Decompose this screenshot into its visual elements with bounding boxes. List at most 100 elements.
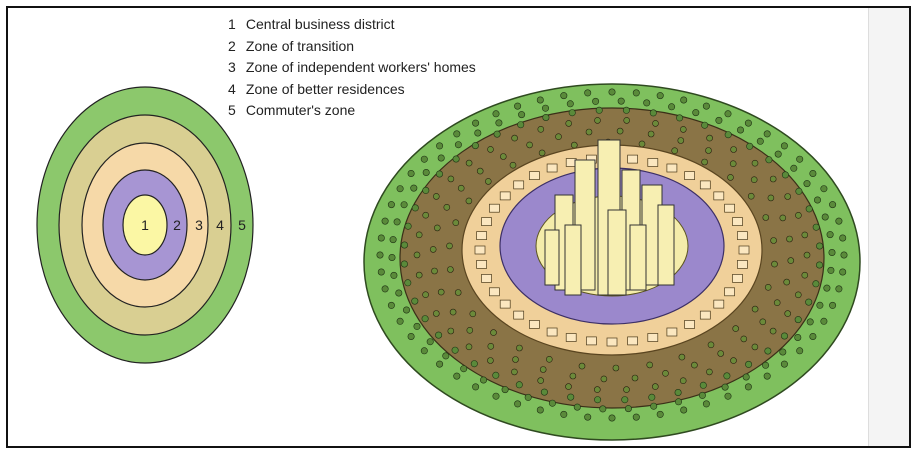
tree-mark — [585, 414, 591, 420]
tree-mark — [541, 389, 547, 395]
residence-tree-mark — [485, 178, 491, 184]
residence-tree-mark — [414, 252, 420, 258]
tree-mark — [840, 269, 846, 275]
tree-mark — [472, 384, 478, 390]
tree-mark — [414, 323, 420, 329]
tree-mark — [737, 127, 743, 133]
tree-mark — [436, 171, 442, 177]
house-mark — [648, 159, 658, 167]
tree-mark — [829, 201, 835, 207]
tree-mark — [567, 101, 573, 107]
tree-mark — [537, 407, 543, 413]
house-mark — [529, 172, 539, 180]
tree-mark — [454, 373, 460, 379]
tree-mark — [700, 382, 706, 388]
residence-tree-mark — [579, 363, 585, 369]
tree-mark — [814, 197, 820, 203]
residence-tree-mark — [785, 311, 791, 317]
residence-tree-mark — [540, 367, 546, 373]
tree-mark — [829, 249, 835, 255]
residence-tree-mark — [450, 309, 456, 315]
tree-mark — [804, 180, 810, 186]
tree-mark — [795, 316, 801, 322]
house-mark — [667, 328, 677, 336]
tree-mark — [397, 186, 403, 192]
tree-mark — [568, 394, 574, 400]
tree-mark — [681, 407, 687, 413]
residence-tree-mark — [455, 290, 461, 296]
residence-tree-mark — [760, 319, 766, 325]
tree-mark — [821, 186, 827, 192]
tree-mark — [542, 105, 548, 111]
skyscraper — [658, 205, 674, 285]
residence-tree-mark — [571, 142, 577, 148]
residence-tree-mark — [434, 225, 440, 231]
tree-mark — [821, 318, 827, 324]
tree-mark — [806, 299, 812, 305]
tree-mark — [438, 155, 444, 161]
tree-mark — [516, 382, 522, 388]
house-mark — [628, 155, 638, 163]
residence-tree-mark — [771, 238, 777, 244]
tree-mark — [394, 219, 400, 225]
tree-mark — [725, 111, 731, 117]
tree-mark — [828, 267, 834, 273]
tree-mark — [461, 366, 467, 372]
residence-tree-mark — [785, 194, 791, 200]
tree-mark — [813, 224, 819, 230]
tree-mark — [657, 411, 663, 417]
residence-tree-mark — [708, 342, 714, 348]
tree-mark — [569, 110, 575, 116]
residence-tree-mark — [570, 373, 576, 379]
tree-mark — [781, 361, 787, 367]
tree-mark — [471, 361, 477, 367]
residence-tree-mark — [648, 131, 654, 137]
residence-tree-mark — [433, 311, 439, 317]
tree-mark — [703, 103, 709, 109]
residence-tree-mark — [751, 177, 757, 183]
residence-tree-mark — [752, 344, 758, 350]
residence-tree-mark — [772, 261, 778, 267]
residence-tree-mark — [624, 387, 630, 393]
residence-tree-mark — [804, 252, 810, 258]
residence-tree-mark — [718, 351, 724, 357]
residence-tree-mark — [731, 358, 737, 364]
residence-tree-mark — [784, 279, 790, 285]
house-mark — [489, 288, 499, 296]
residence-tree-mark — [707, 135, 713, 141]
residence-tree-mark — [438, 289, 444, 295]
tree-mark — [836, 218, 842, 224]
residence-tree-mark — [653, 120, 659, 126]
residence-tree-mark — [624, 117, 630, 123]
house-mark — [648, 334, 658, 342]
house-mark — [685, 172, 695, 180]
residence-tree-mark — [795, 212, 801, 218]
tree-mark — [644, 100, 650, 106]
tree-mark — [480, 377, 486, 383]
tree-mark — [724, 373, 730, 379]
tree-mark — [651, 403, 657, 409]
residence-tree-mark — [763, 215, 769, 221]
tree-mark — [725, 132, 731, 138]
house-mark — [475, 246, 485, 254]
skyscraper — [545, 230, 559, 285]
house-mark — [529, 320, 539, 328]
tree-mark — [699, 392, 705, 398]
residence-tree-mark — [706, 148, 712, 154]
tree-mark — [618, 98, 624, 104]
tree-mark — [453, 156, 459, 162]
residence-tree-mark — [770, 176, 776, 182]
residence-tree-mark — [680, 378, 686, 384]
tree-mark — [390, 236, 396, 242]
house-mark — [725, 204, 735, 212]
tree-mark — [722, 384, 728, 390]
house-mark — [685, 320, 695, 328]
tree-mark — [405, 280, 411, 286]
tree-mark — [757, 138, 763, 144]
tree-mark — [408, 170, 414, 176]
tree-mark — [766, 157, 772, 163]
zone-1-label: 1 — [141, 217, 149, 233]
tree-mark — [824, 285, 830, 291]
residence-tree-mark — [416, 232, 422, 238]
residence-tree-mark — [728, 174, 734, 180]
